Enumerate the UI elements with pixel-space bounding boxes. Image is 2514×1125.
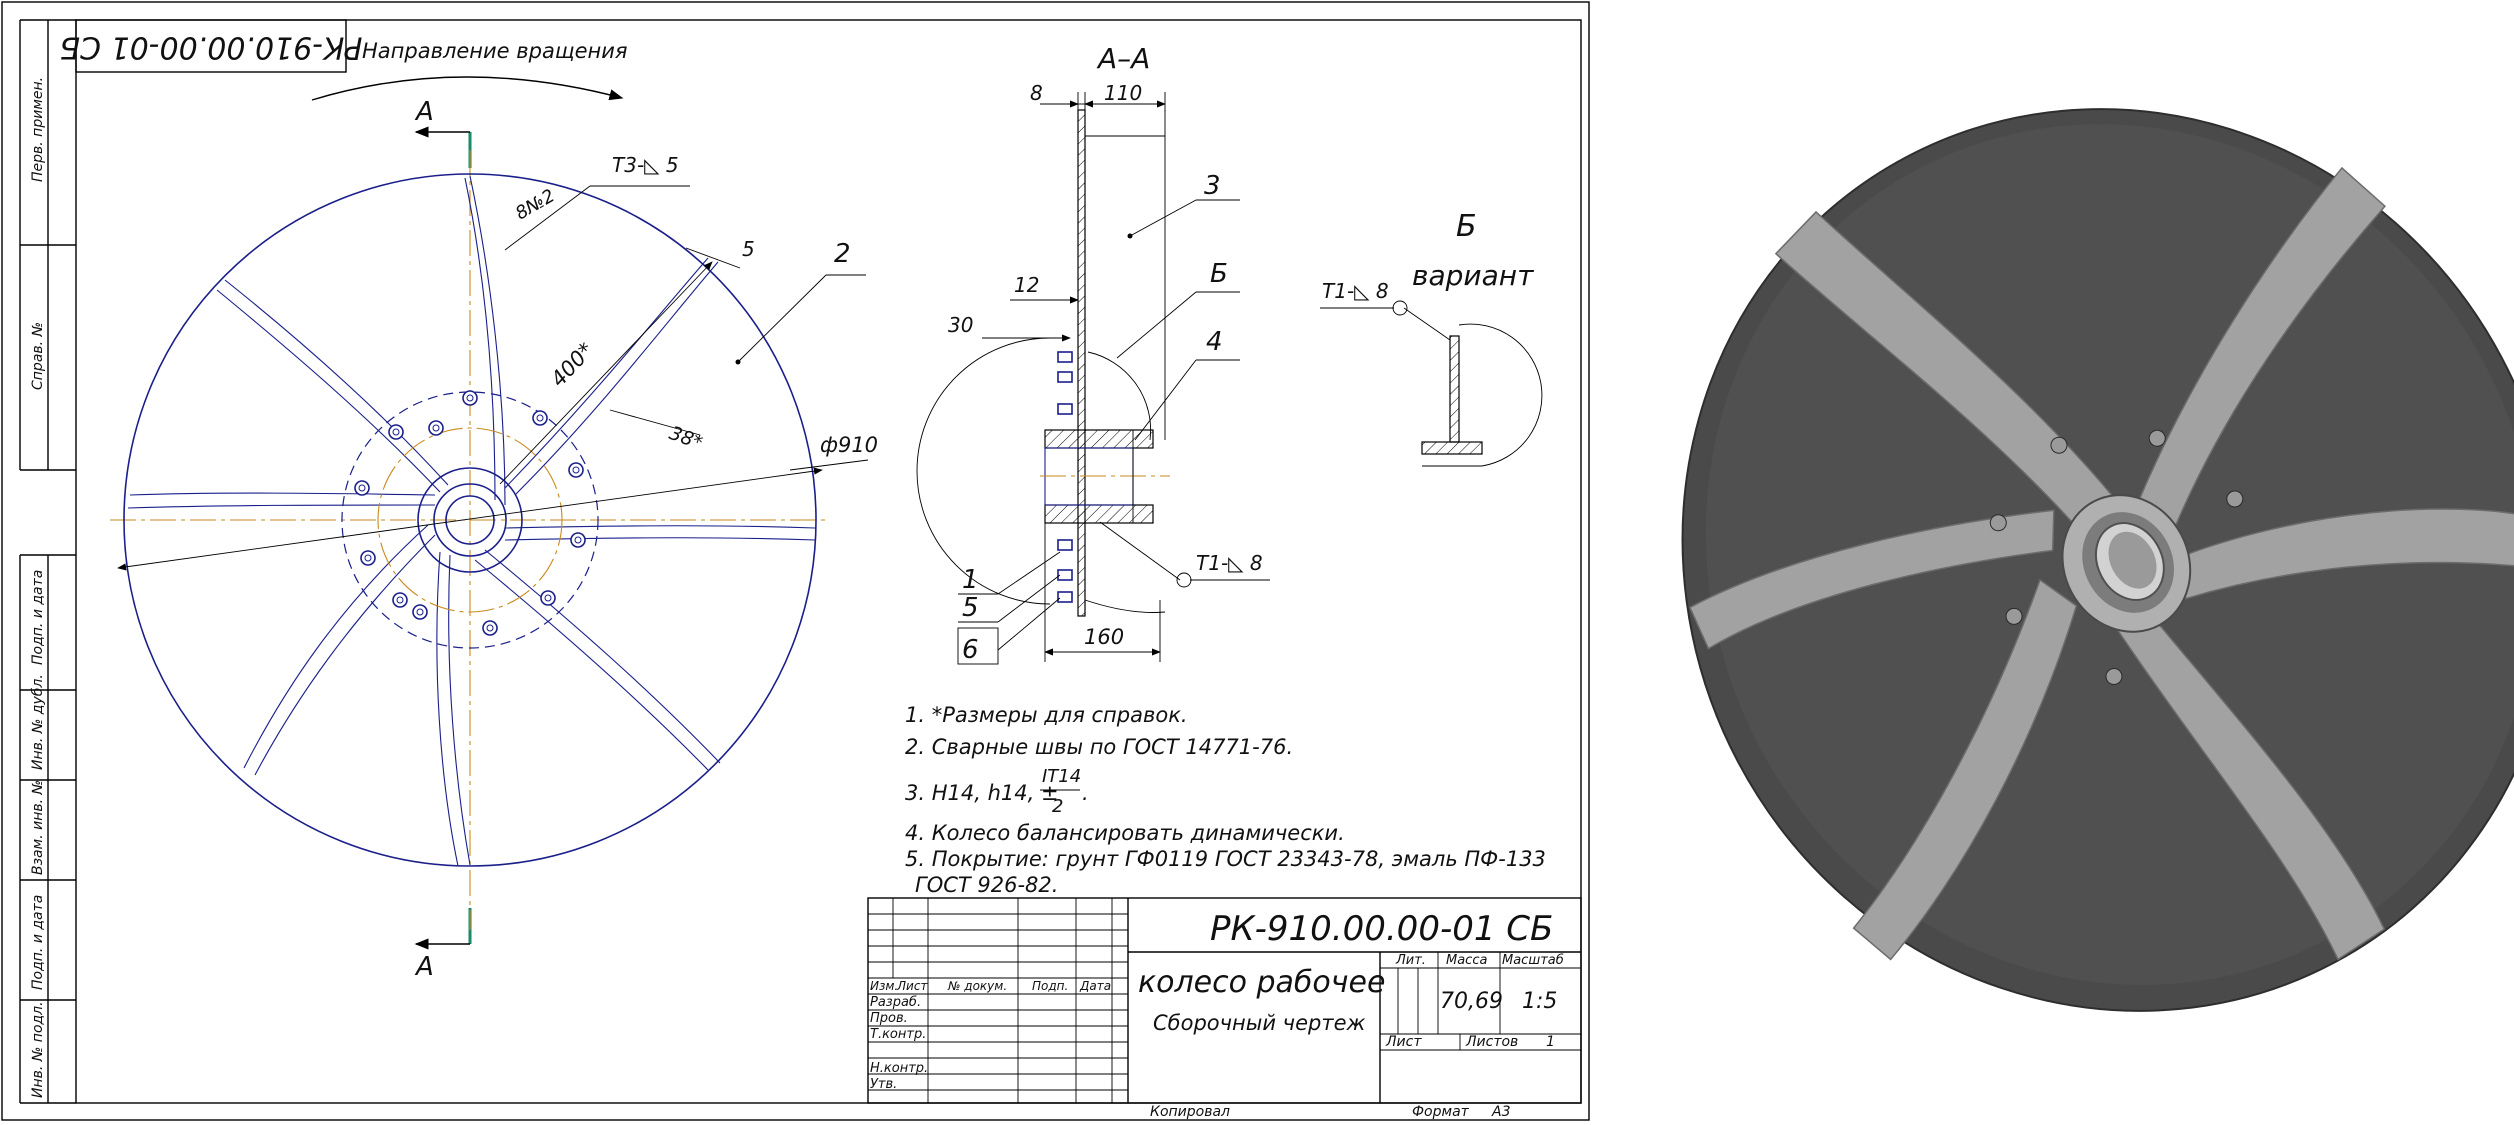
dim-5: 5 xyxy=(742,237,755,261)
scale-value: 1:5 xyxy=(1522,989,1557,1014)
variant-label: вариант xyxy=(1412,259,1534,292)
impeller-3d-render xyxy=(1681,108,2514,1012)
weld-mark-t1: Т1-◺ 8 xyxy=(1196,551,1263,575)
sheet-label: Лист xyxy=(1385,1034,1422,1050)
note-5-cont: ГОСТ 926-82. xyxy=(915,873,1058,897)
section-view: А–А 8 110 12 xyxy=(916,42,1270,665)
strip-dup-inv: Инв. № дубл. xyxy=(30,674,46,770)
detail-letter: Б xyxy=(1456,209,1477,244)
format-value: А3 xyxy=(1491,1104,1510,1120)
row-approved: Утв. xyxy=(870,1077,897,1092)
pos-5: 5 xyxy=(962,593,979,623)
hdr-list: Лист xyxy=(896,979,928,993)
dim-12: 12 xyxy=(1014,273,1039,297)
sheet-frame: Перв. примен. Справ. № Подп. и дата Инв.… xyxy=(1,1,1590,1121)
render-bolts xyxy=(1989,429,2244,685)
strip-sign-date-1: Подп. и дата xyxy=(30,570,46,665)
pos-3: 3 xyxy=(1204,171,1221,201)
mass-label: Масса xyxy=(1446,953,1487,968)
hub-section-top xyxy=(1044,429,1154,449)
stamp-code-box: РК-910.00.00-01 СБ xyxy=(60,19,363,73)
note-5: 5. Покрытие: грунт ГФ0119 ГОСТ 23343-78,… xyxy=(905,847,1546,871)
render-blades xyxy=(1688,166,2514,961)
copied-label: Копировал xyxy=(1150,1104,1230,1120)
stamp-code: РК-910.00.00-01 СБ xyxy=(60,30,363,65)
dim-38: 38* xyxy=(666,422,705,454)
note-3-dot: . xyxy=(1082,781,1089,805)
strip-sign-date-2: Подп. и дата xyxy=(30,895,46,990)
pos-6: 6 xyxy=(962,635,979,665)
sheets-label: Листов xyxy=(1465,1034,1518,1050)
section-letter-top: А xyxy=(414,97,434,127)
detail-view: Б вариант Т1-◺ 8 xyxy=(1320,209,1543,467)
scale-label: Масштаб xyxy=(1502,953,1564,968)
mass-value: 70,69 xyxy=(1440,989,1503,1014)
pos-1: 1 xyxy=(962,565,979,595)
section-letter-bottom: А xyxy=(414,952,434,982)
row-norm-control: Н.контр. xyxy=(870,1061,928,1076)
disc-plate-section xyxy=(1077,109,1086,617)
section-bolts xyxy=(1057,351,1073,603)
note-2: 2. Сварные швы по ГОСТ 14771-76. xyxy=(905,735,1293,759)
doc-type: Сборочный чертеж xyxy=(1153,1011,1365,1035)
dim-160: 160 xyxy=(1084,625,1124,649)
row-checked: Пров. xyxy=(870,1011,908,1026)
title-code: РК-910.00.00-01 СБ xyxy=(1210,909,1553,949)
title-block: РК-910.00.00-01 СБ колесо рабочее Сбороч… xyxy=(867,897,1582,1120)
weld-mark-t1-detail: Т1-◺ 8 xyxy=(1322,279,1389,303)
hub-section-bottom xyxy=(1044,504,1154,524)
technical-notes: 1. *Размеры для справок. 2. Сварные швы … xyxy=(905,703,1546,897)
row-developed: Разраб. xyxy=(870,995,921,1010)
hdr-sign: Подп. xyxy=(1032,979,1068,993)
rotation-label: Направление вращения xyxy=(362,39,628,63)
dim-110: 110 xyxy=(1104,81,1142,105)
strip-first-use: Перв. примен. xyxy=(30,77,46,182)
sheets-count: 1 xyxy=(1546,1034,1555,1050)
front-view: Направление вращения А А xyxy=(110,39,878,982)
impeller-blades xyxy=(127,175,816,867)
strip-orig-inv: Инв. № подл. xyxy=(30,1001,46,1098)
blade-thickness: 8№2 xyxy=(512,185,559,224)
rotation-arrow xyxy=(311,76,624,101)
weld-mark-t3: Т3-◺ 5 xyxy=(612,153,679,177)
strip-ref-no: Справ. № xyxy=(30,322,46,390)
pos-4: 4 xyxy=(1206,327,1223,357)
dim-400: 400* xyxy=(546,338,598,391)
note-3: 3. H14, h14, ± xyxy=(905,781,1059,805)
detail-letter-callout: Б xyxy=(1210,259,1228,289)
strip-repl-inv: Взам. инв. № xyxy=(30,780,46,875)
pos-2: 2 xyxy=(834,239,851,269)
hdr-doc: № докум. xyxy=(947,979,1007,993)
dim-diameter: ф910 xyxy=(820,433,878,457)
note-3-frac-num: IT14 xyxy=(1042,766,1081,787)
section-title: А–А xyxy=(1096,42,1150,75)
lit-label: Лит. xyxy=(1395,953,1426,968)
dim-8: 8 xyxy=(1030,81,1043,105)
hdr-izm: Изм. xyxy=(870,979,898,993)
part-name: колесо рабочее xyxy=(1138,965,1385,1000)
dim-30: 30 xyxy=(948,313,973,337)
row-tech-control: Т.контр. xyxy=(870,1027,926,1042)
note-4: 4. Колесо балансировать динамически. xyxy=(905,821,1345,845)
format-label: Формат xyxy=(1412,1104,1470,1120)
hdr-date: Дата xyxy=(1079,979,1111,993)
note-1: 1. *Размеры для справок. xyxy=(905,703,1188,727)
note-3-frac-den: 2 xyxy=(1052,796,1063,817)
